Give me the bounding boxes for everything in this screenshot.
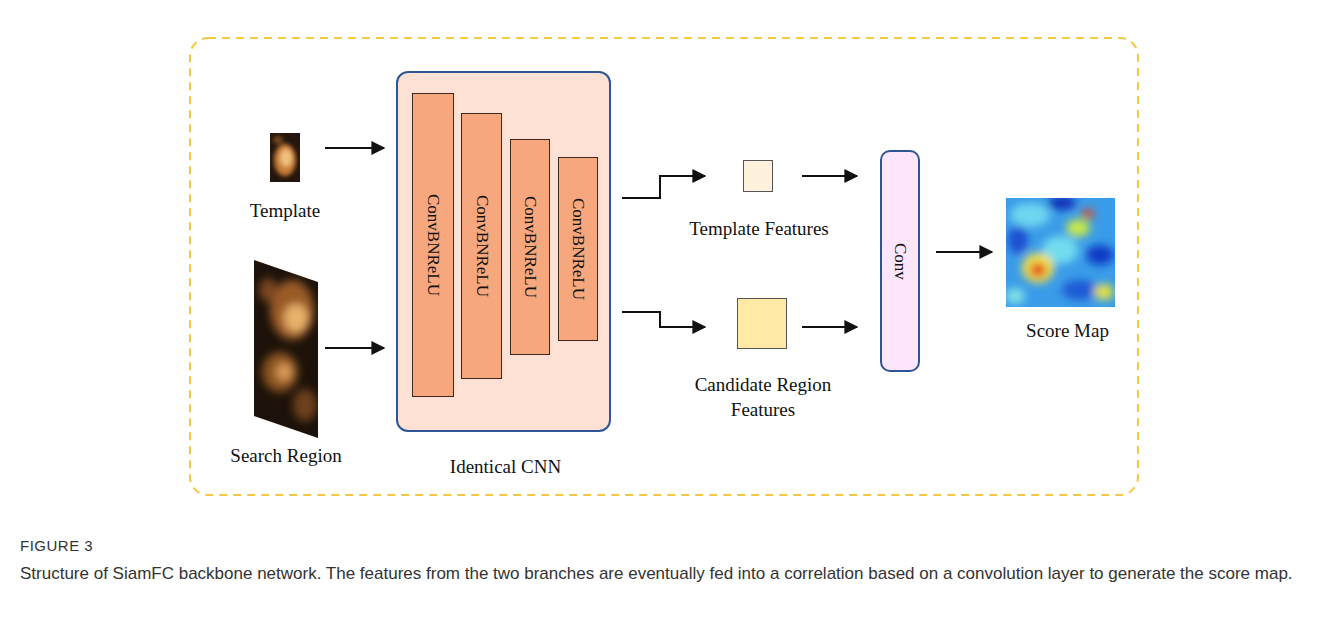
arrow-connector	[802, 326, 857, 328]
node-label: Template Features	[689, 218, 829, 239]
layer-label: ConvBNReLU	[520, 196, 540, 298]
node-label: Search Region	[230, 445, 341, 466]
arrow-connector	[622, 176, 705, 198]
template-image	[270, 133, 300, 182]
conv-box: Conv	[880, 150, 920, 372]
figure-caption: Structure of SiamFC backbone network. Th…	[20, 561, 1315, 587]
feature-square: Template Features	[743, 160, 773, 192]
layer-bar: ConvBNReLU	[558, 157, 598, 341]
label-holder: Template Features	[659, 216, 859, 241]
layer-bar: ConvBNReLU	[461, 113, 502, 379]
node-label: Score Map	[1026, 320, 1109, 341]
conv-label: Conv	[890, 243, 910, 280]
dashed-frame	[190, 38, 1138, 495]
label-holder: Score Map	[988, 318, 1148, 343]
node-label: Identical CNN	[450, 456, 561, 477]
label-holder: Template	[205, 198, 365, 223]
search-region-image	[250, 255, 322, 445]
label-holder: Identical CNN	[398, 454, 613, 479]
node-label: Template	[250, 200, 320, 221]
layer-bar: ConvBNReLU	[510, 139, 550, 355]
layer-label: ConvBNReLU	[472, 195, 492, 297]
figure-number: FIGURE 3	[20, 537, 93, 554]
image-node: Score Map	[1006, 198, 1115, 307]
feature-square: Candidate Region Features	[737, 298, 787, 349]
arrow-connector	[325, 347, 384, 349]
arrow-connector	[622, 312, 705, 327]
arrow-connector	[325, 147, 384, 149]
cnn-box: ConvBNReLU ConvBNReLU ConvBNReLU ConvBNReLU…	[396, 71, 611, 432]
arrow-connector	[802, 175, 857, 177]
label-holder: Candidate Region Features	[688, 372, 838, 422]
node-label: Candidate Region Features	[695, 374, 832, 420]
image-node: Template	[266, 130, 304, 186]
layer-label: ConvBNReLU	[423, 194, 443, 296]
layer-bar: ConvBNReLU	[412, 93, 454, 397]
label-holder: Search Region	[186, 443, 386, 468]
image-node: Search Region	[250, 258, 322, 440]
layer-label: ConvBNReLU	[568, 198, 588, 300]
arrow-connector	[936, 251, 992, 253]
score-map-image	[1006, 198, 1115, 307]
